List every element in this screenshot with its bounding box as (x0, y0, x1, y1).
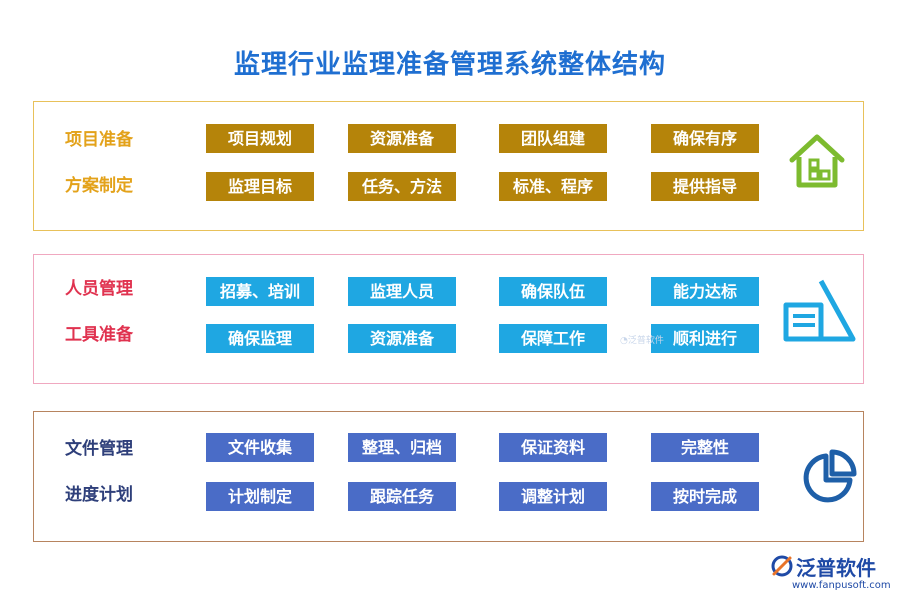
item-box: 能力达标 (651, 277, 759, 306)
item-box: 监理目标 (206, 172, 314, 201)
row-label: 文件管理 (65, 439, 133, 459)
brand-url: www.fanpusoft.com (792, 580, 891, 591)
item-box: 项目规划 (206, 124, 314, 153)
section-documents-schedule: 文件管理 进度计划 文件收集 整理、归档 保证资料 完整性 计划制定 跟踪任务 … (33, 411, 864, 542)
row-label: 工具准备 (65, 325, 133, 345)
item-box: 标准、程序 (499, 172, 607, 201)
item-box: 保证资料 (499, 433, 607, 462)
row-label: 项目准备 (65, 130, 133, 150)
section-project-preparation: 项目准备 方案制定 项目规划 资源准备 团队组建 确保有序 监理目标 任务、方法… (33, 101, 864, 231)
watermark-logo: ◔泛普软件 (620, 336, 664, 346)
brand-name: 泛普软件 (796, 556, 876, 580)
item-box: 任务、方法 (348, 172, 456, 201)
item-box: 跟踪任务 (348, 482, 456, 511)
row-label: 进度计划 (65, 485, 133, 505)
item-box: 团队组建 (499, 124, 607, 153)
pyramid-stack-icon (781, 275, 857, 351)
page-title: 监理行业监理准备管理系统整体结构 (233, 50, 666, 80)
item-box: 顺利进行 (651, 324, 759, 353)
brand-mark-icon (771, 555, 793, 577)
row-label: 人员管理 (65, 279, 133, 299)
item-box: 整理、归档 (348, 433, 456, 462)
house-icon (786, 130, 848, 194)
item-box: 招募、培训 (206, 277, 314, 306)
item-box: 保障工作 (499, 324, 607, 353)
item-box: 确保有序 (651, 124, 759, 153)
item-box: 提供指导 (651, 172, 759, 201)
item-box: 资源准备 (348, 124, 456, 153)
section-personnel-tools: 人员管理 工具准备 招募、培训 监理人员 确保队伍 能力达标 确保监理 资源准备… (33, 254, 864, 384)
row-label: 方案制定 (65, 176, 133, 196)
item-box: 确保队伍 (499, 277, 607, 306)
item-box: 调整计划 (499, 482, 607, 511)
item-box: 文件收集 (206, 433, 314, 462)
pie-chart-icon (800, 448, 858, 510)
item-box: 确保监理 (206, 324, 314, 353)
item-box: 资源准备 (348, 324, 456, 353)
item-box: 计划制定 (206, 482, 314, 511)
item-box: 按时完成 (651, 482, 759, 511)
item-box: 监理人员 (348, 277, 456, 306)
item-box: 完整性 (651, 433, 759, 462)
